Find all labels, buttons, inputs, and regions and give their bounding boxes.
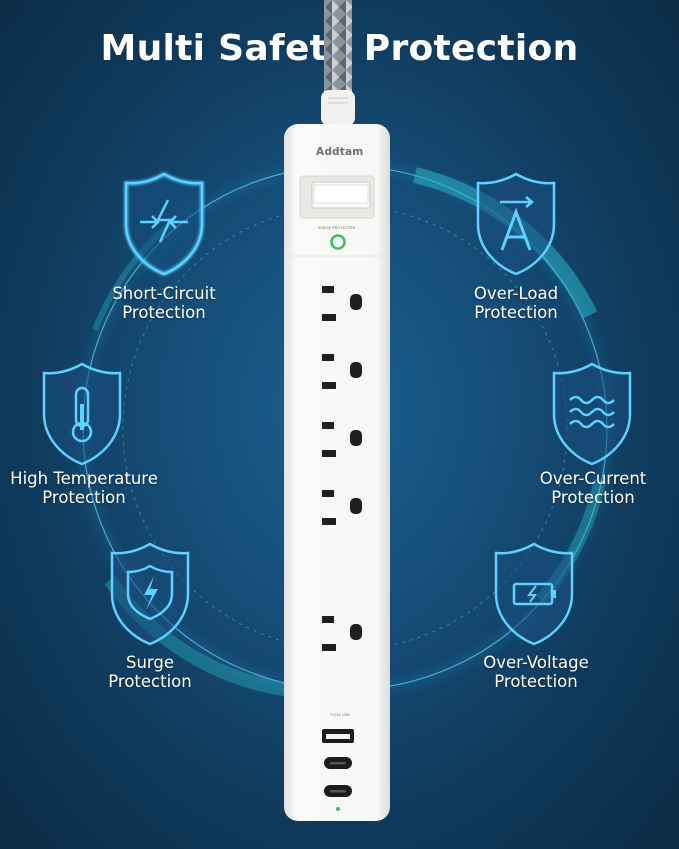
power-strip: [284, 124, 390, 821]
bolt-icon: [110, 542, 190, 646]
feature-subtitle: Protection: [42, 488, 126, 507]
battery-icon: [494, 542, 574, 646]
outlet-5: [322, 616, 362, 651]
outlet-4: [322, 490, 362, 525]
feature-title: Over-Load: [473, 284, 559, 303]
switch-label: SURGE PROTECTED: [318, 226, 356, 230]
feature-subtitle: Protection: [494, 672, 578, 691]
feature-over-voltage: Over-Voltage Protection: [462, 653, 610, 691]
feature-title: High Temperature: [10, 469, 158, 488]
feature-high-temperature: High Temperature Protection: [2, 469, 166, 507]
usb-label: 5V/3A 15W: [330, 713, 350, 717]
feature-title: Short-Circuit: [112, 284, 216, 303]
ampere-icon: [476, 172, 556, 276]
feature-title: Surge: [125, 653, 175, 672]
outlet-group: [322, 286, 362, 651]
waves-icon: [552, 362, 632, 466]
feature-short-circuit: Short-Circuit Protection: [92, 284, 236, 322]
feature-subtitle: Protection: [122, 303, 206, 322]
feature-over-current: Over-Current Protection: [522, 469, 664, 507]
feature-over-load: Over-Load Protection: [444, 284, 588, 322]
outlet-1: [322, 286, 362, 321]
feature-subtitle: Protection: [108, 672, 192, 691]
lightning-arrows-icon: [124, 171, 204, 276]
feature-subtitle: Protection: [474, 303, 558, 322]
brand-logo: Addtam: [316, 146, 364, 158]
power-cord: [321, 0, 355, 126]
feature-title: Over-Voltage: [483, 653, 589, 672]
outlet-3: [322, 422, 362, 457]
usb-ports: [322, 729, 354, 811]
feature-subtitle: Protection: [551, 488, 635, 507]
feature-surge: Surge Protection: [78, 653, 222, 691]
feature-title: Over-Current: [539, 469, 647, 488]
thermometer-icon: [42, 362, 122, 466]
outlet-2: [322, 354, 362, 389]
